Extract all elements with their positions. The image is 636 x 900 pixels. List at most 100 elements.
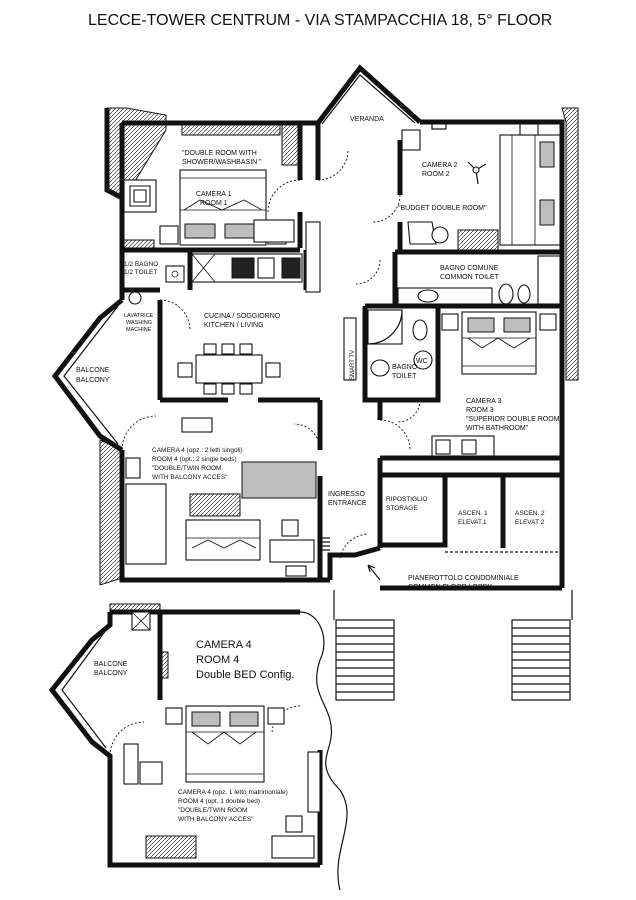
outer-wall-bottom	[327, 545, 381, 580]
bath3-shower	[367, 309, 403, 345]
room4b-freeform-cut	[299, 611, 348, 891]
door-room2	[372, 194, 401, 223]
elevator1-label-it: ASCEN. 1	[458, 510, 488, 517]
room1-wardrobe	[181, 124, 281, 136]
room4-line3: "DOUBLE/TWIN ROOM	[152, 465, 221, 472]
room4b-nightstand-right	[267, 707, 285, 725]
room1-name-it: CAMERA 1	[196, 191, 232, 198]
bath3-label-en: TOILET	[392, 373, 417, 380]
door-room4	[293, 423, 321, 451]
room4-stool	[285, 565, 307, 577]
plan-title: LECCE-TOWER CENTRUM - VIA STAMPACCHIA 18…	[88, 12, 552, 29]
room2-name-it: CAMERA 2	[422, 162, 458, 169]
room4b-double-bed	[185, 705, 265, 783]
half-bath-label-en: 1/2 TOILET	[124, 269, 157, 276]
lobby-label-en: COMMON FLOOR LOBBY	[408, 584, 492, 591]
room4-desk-bottom	[269, 539, 315, 563]
room3-name-it: CAMERA 3	[466, 398, 502, 405]
elevator2-label-it: ASCEN. 2	[515, 510, 545, 517]
door-room1	[267, 179, 301, 213]
veranda-label: VERANDA	[350, 116, 384, 123]
laundry-label-it: LAVATRICE	[124, 313, 154, 319]
room1-desk	[253, 219, 295, 243]
room4b-side-box	[159, 651, 169, 679]
room3-nightstand-left	[441, 313, 459, 331]
entrance-label-en: ENTRANCE	[328, 500, 367, 507]
room1-desc-line2: SHOWER/WASHBASIN "	[182, 159, 262, 166]
washing-machine-drum	[128, 291, 142, 305]
common-bath-label-en: COMMON TOILET	[440, 274, 500, 281]
door-kitchen-top	[159, 299, 191, 331]
hatched-tower-top	[281, 122, 301, 166]
room1-bed	[179, 169, 267, 246]
kitchen-counter	[191, 253, 303, 283]
room1-washbasin	[123, 239, 155, 249]
room1-nightstand-left	[159, 225, 179, 245]
room4-desk	[181, 417, 213, 433]
room4b-nightstand-left	[165, 707, 183, 725]
room2-wardrobe	[457, 229, 499, 251]
smart-tv-panel	[343, 317, 357, 381]
outer-wall-room2-top	[420, 119, 565, 295]
room4b-balcony-inner	[61, 629, 107, 749]
room4-line1: CAMERA 4 (opz.: 2 letti singoli)	[152, 447, 243, 454]
door-room4-balcony	[121, 415, 157, 451]
room4b-name-en: ROOM 4	[196, 654, 239, 666]
room4b-outer-wall	[110, 609, 300, 650]
room2-bed	[499, 134, 561, 246]
stairs-left	[335, 619, 395, 701]
veranda-inner	[321, 74, 416, 125]
room4b-line4: WITH BALCONY ACCES"	[178, 816, 254, 823]
common-bath-counter	[397, 287, 493, 305]
common-bath-toilet	[498, 283, 514, 305]
room4b-chairs	[145, 835, 197, 859]
room4b-line3: "DOUBLE/TWIN ROOM	[178, 807, 247, 814]
wall-storage	[380, 472, 448, 548]
wc-label: WC	[416, 358, 428, 365]
lobby-walls	[333, 590, 573, 620]
room4b-desk-bottom	[271, 835, 315, 859]
bath3-label-it: BAGNO	[392, 364, 418, 371]
hatched-column-right	[561, 107, 579, 381]
room2-desc: "BUDGET DOUBLE ROOM"	[398, 205, 487, 212]
balcony-wall	[51, 298, 124, 453]
hatched-column-bottom-left	[99, 439, 123, 586]
room2-table	[431, 226, 449, 244]
room4b-balcony-it: BALCONE	[94, 661, 128, 668]
laundry-label-en2: MACHINE	[126, 327, 152, 333]
room4b-line1: CAMERA 4 (opz. 1 letto matrimoniale)	[178, 789, 288, 796]
room4b-chair-bottom	[285, 815, 303, 833]
smart-tv-label: SMART TV	[350, 350, 356, 380]
door-entrance-right	[379, 419, 411, 451]
room4b-door-balcony	[109, 721, 145, 757]
kitchen-label-en: KITCHEN / LIVING	[204, 322, 264, 329]
room4b-balcony-en: BALCONY	[94, 670, 128, 677]
room3-name-en: ROOM 3	[466, 407, 494, 414]
room1-armchair	[129, 185, 151, 207]
wc-circle	[413, 350, 433, 370]
kitchen-tall-cabinet	[305, 221, 321, 293]
storage-label-en: STORAGE	[386, 505, 418, 512]
room4-bed-bottom	[185, 519, 261, 561]
bath3-toilet	[412, 319, 428, 341]
room1-name-en: ROOM 1	[200, 200, 228, 207]
room3-nightstand-right	[539, 313, 557, 331]
dining-table	[177, 343, 281, 395]
entrance-arrow	[367, 564, 381, 581]
room2-armchair	[407, 221, 437, 245]
room4b-name-it: CAMERA 4	[196, 639, 252, 651]
veranda-wall	[316, 64, 422, 125]
room4-line2: ROOM 4 (opt.: 2 single beds)	[152, 456, 237, 463]
room4-line4: WITH BALCONY ACCES"	[152, 474, 228, 481]
balcony-label-en: BALCONY	[76, 377, 110, 384]
room4b-desk-left	[139, 761, 163, 785]
room4-bed-single-top	[241, 461, 317, 499]
balcony-label-it: BALCONE	[76, 367, 110, 374]
half-bath-label-it: 1/2 BAGNO	[124, 261, 158, 268]
lobby-label-it: PIANEROTTOLO CONDOMINIALE	[408, 575, 519, 582]
common-bath-tub	[537, 255, 561, 305]
room2-nightstand	[519, 123, 539, 136]
common-bath-label-it: BAGNO COMUNE	[440, 265, 499, 272]
entrance-mat	[322, 537, 330, 551]
door-common-bath	[355, 259, 381, 285]
